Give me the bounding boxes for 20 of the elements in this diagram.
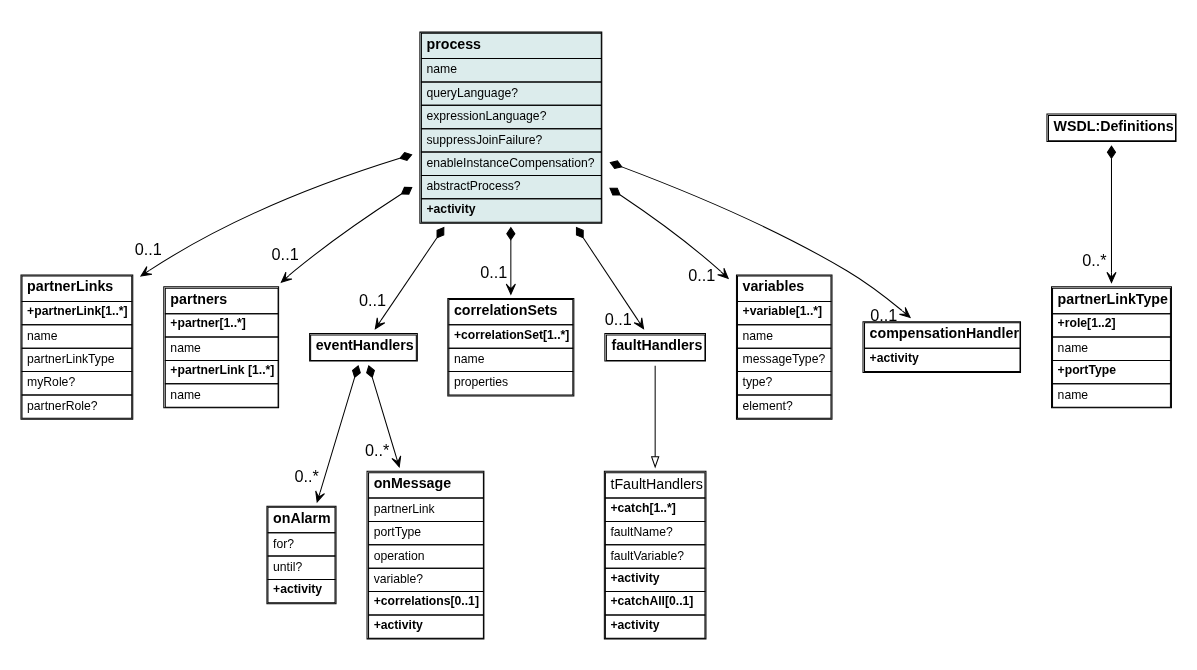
arrow <box>609 187 729 279</box>
edge-label: 0..1 <box>604 309 632 328</box>
arrow <box>280 186 413 283</box>
edge-label: 0..* <box>364 440 390 459</box>
arrow <box>366 364 402 467</box>
arrow <box>140 151 413 277</box>
arrow <box>1106 144 1117 283</box>
arrow <box>575 226 645 329</box>
edge-label: 0..1 <box>359 290 387 309</box>
edge-label: 0..* <box>1082 250 1107 269</box>
arrow <box>315 364 361 502</box>
edge-label: 0..1 <box>271 244 299 263</box>
arrow <box>650 364 660 468</box>
arrow <box>505 226 516 295</box>
arrow <box>374 226 445 329</box>
edge-label: 0..1 <box>480 262 508 281</box>
edge-label: 0..1 <box>134 239 162 258</box>
edge-label: 0..* <box>294 466 319 485</box>
arrow <box>609 159 911 318</box>
edge-label: 0..1 <box>688 265 716 284</box>
